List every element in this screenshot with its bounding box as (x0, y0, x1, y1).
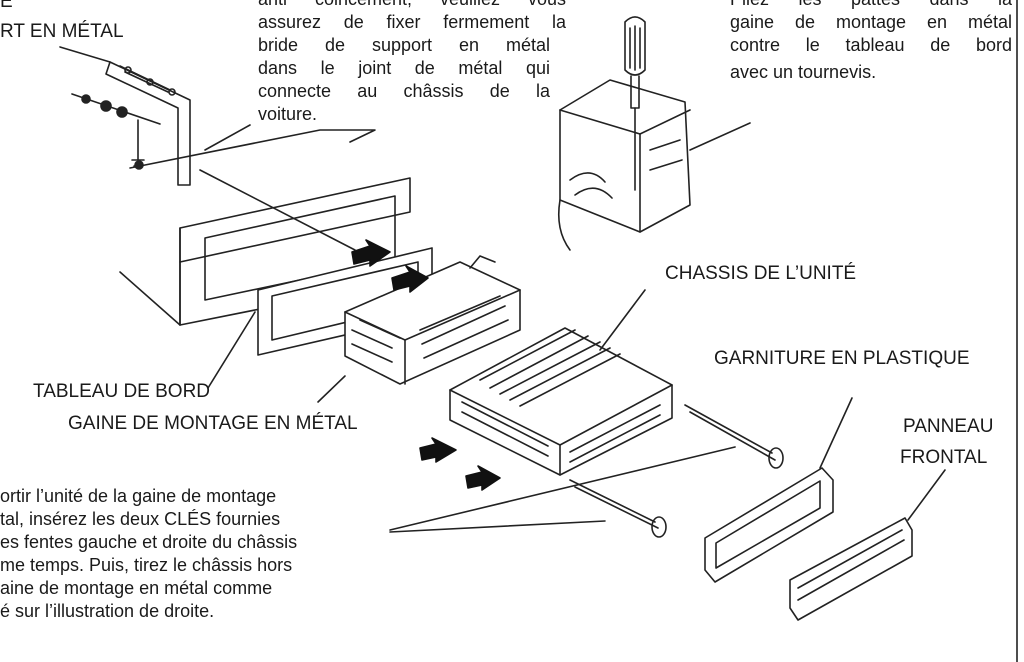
label-front-panel-line1: PANNEAU (903, 416, 994, 437)
text-line: es fentes gauche et droite du châssis (0, 532, 298, 552)
text-line: ortir l’unité de la gaine de montage (0, 486, 277, 506)
label-unit-chassis: CHASSIS DE L’UNITÉ (665, 263, 857, 284)
support-bracket-drawing (59, 46, 191, 186)
instruction-screwdriver-text: Pliez les pattes dans la gaine de montag… (730, 0, 1012, 84)
text-line: assurez de fixer fermement la (258, 12, 566, 32)
text-line: gaine de montage en métal (730, 12, 1012, 32)
text-line: é sur l’illustration de droite. (0, 601, 215, 621)
label-metal-sleeve: GAINE DE MONTAGE EN MÉTAL (68, 413, 358, 434)
text-line: contre le tableau de bord (730, 35, 1012, 55)
label-metal-bracket: RT EN MÉTAL (0, 21, 124, 42)
mounting-sleeve-drawing (317, 255, 521, 403)
instruction-bracket-text: anti coincement, veuillez vous assurez d… (258, 0, 566, 126)
front-panel-drawing (789, 469, 946, 621)
text-line: me temps. Puis, tirez le châssis hors (0, 555, 293, 575)
release-keys-drawing (389, 404, 784, 538)
text-line: avec un tournevis. (730, 62, 877, 82)
text-line: connecte au châssis de la (258, 81, 550, 101)
text-line: aine de montage en métal comme (0, 578, 273, 598)
text-line: tal, insérez les deux CLÉS fournies (0, 509, 281, 529)
text-line: anti coincement, veuillez vous (258, 0, 566, 11)
text-line: voiture. (258, 104, 318, 124)
text-line: Pliez les pattes dans la (730, 0, 1012, 11)
text-line: bride de support en métal (258, 35, 550, 55)
plastic-trim-drawing (704, 397, 853, 583)
instruction-removal-text: ortir l’unité de la gaine de montage tal… (0, 485, 385, 623)
label-plastic-trim: GARNITURE EN PLASTIQUE (714, 348, 970, 369)
label-front-panel-line2: FRONTAL (900, 447, 988, 468)
text-line: dans le joint de métal qui (258, 58, 550, 78)
chassis-drawing (449, 289, 673, 476)
label-dashboard: TABLEAU DE BORD (33, 381, 211, 402)
screwdriver-drawing (624, 16, 646, 191)
insertion-arrows (351, 239, 501, 491)
sleeve-closeup-drawing (557, 79, 751, 251)
label-e-fragment: E (0, 0, 13, 12)
